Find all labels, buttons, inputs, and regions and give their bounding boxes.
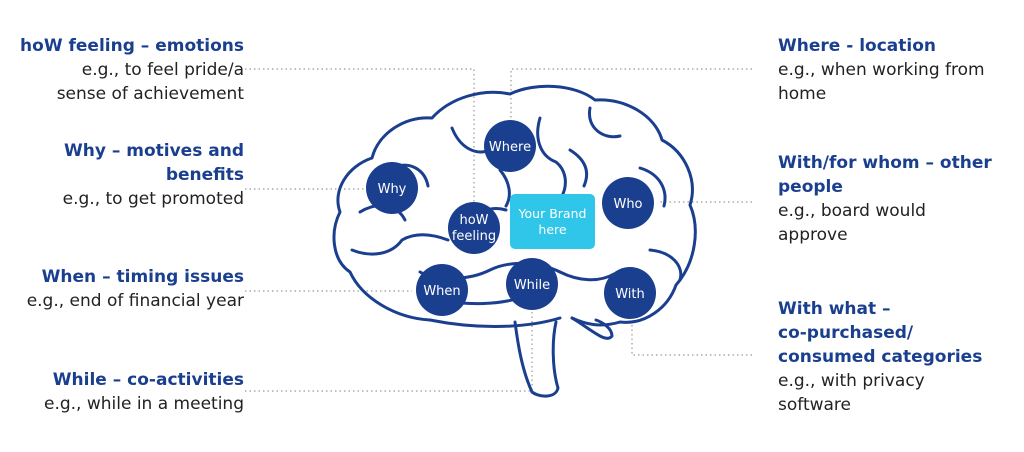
connector-while <box>245 310 533 392</box>
label-how-feeling: hoW feeling – emotions e.g., to feel pri… <box>4 34 244 106</box>
node-while-label: While <box>514 278 550 293</box>
label-when-line-1: e.g., end of financial year <box>26 291 244 311</box>
label-what-heading-1: With what – <box>778 299 891 319</box>
label-why-line-1: e.g., to get promoted <box>62 189 244 209</box>
brand-line-1: Your Brand <box>518 205 587 221</box>
label-why: Why – motives and benefits e.g., to get … <box>4 139 244 211</box>
brand-line-2: here <box>538 221 567 237</box>
label-while-heading: While – co-activities <box>52 370 244 390</box>
label-where-line-2: home <box>778 84 827 104</box>
node-when-label: When <box>423 284 460 299</box>
label-what-line-1: e.g., with privacy <box>778 371 925 391</box>
label-while-line-1: e.g., while in a meeting <box>43 394 244 414</box>
node-why: Why <box>366 162 418 214</box>
brand-box: Your Brand here <box>510 194 595 249</box>
label-what-line-2: software <box>778 395 852 415</box>
label-why-heading-2: benefits <box>165 165 244 185</box>
label-how-line-2: sense of achievement <box>56 84 244 104</box>
label-where-line-1: e.g., when working from <box>778 60 985 80</box>
node-with-label: With <box>615 287 645 302</box>
label-where-heading: Where - location <box>778 36 936 56</box>
label-whom: With/for whom – other people e.g., board… <box>778 151 1018 247</box>
label-what: With what – co-purchased/ consumed categ… <box>778 297 1018 417</box>
node-how-label-1: hoW <box>459 213 488 228</box>
node-where-label: Where <box>489 140 531 155</box>
connector-where <box>510 68 752 118</box>
node-how-feeling: hoW feeling <box>448 202 500 254</box>
node-how-label-2: feeling <box>452 229 496 244</box>
label-how-heading: hoW feeling – emotions <box>20 36 244 56</box>
connector-how <box>245 68 475 215</box>
node-who-label: Who <box>613 197 642 212</box>
label-while: While – co-activities e.g., while in a m… <box>4 368 244 416</box>
label-where: Where - location e.g., when working from… <box>778 34 1018 106</box>
node-where: Where <box>484 120 536 172</box>
connector-what <box>631 318 752 356</box>
label-when-heading: When – timing issues <box>41 267 244 287</box>
node-who: Who <box>602 177 654 229</box>
label-why-heading-1: Why – motives and <box>63 141 244 161</box>
label-whom-heading-1: With/for whom – other <box>778 153 992 173</box>
label-what-heading-3: consumed categories <box>778 347 983 367</box>
label-whom-line-2: approve <box>778 225 848 245</box>
node-when: When <box>416 264 468 316</box>
label-what-heading-2: co-purchased/ <box>778 323 914 343</box>
label-whom-line-1: e.g., board would <box>778 201 926 221</box>
label-when: When – timing issues e.g., end of financ… <box>0 265 244 313</box>
node-why-label: Why <box>378 182 407 197</box>
node-with: With <box>604 267 656 319</box>
label-how-line-1: e.g., to feel pride/a <box>81 60 244 80</box>
node-while: While <box>506 258 558 310</box>
label-whom-heading-2: people <box>778 177 843 197</box>
connector-lines <box>245 68 752 392</box>
